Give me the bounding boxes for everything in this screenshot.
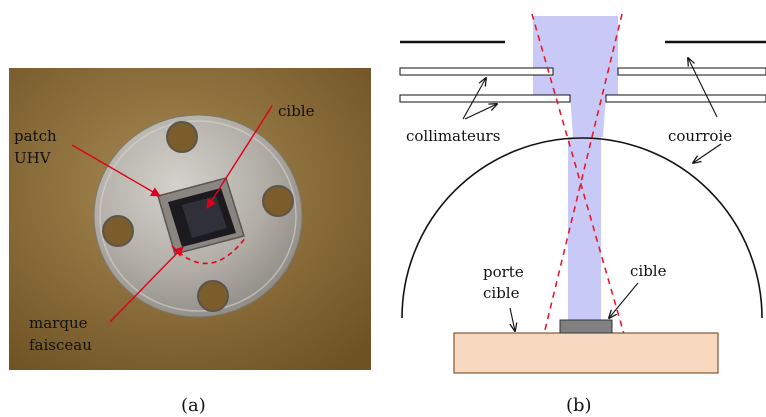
panel-b: collimateurs courroie porte cible cible …	[399, 13, 766, 416]
label-courroie: courroie	[668, 127, 732, 145]
arrow-porte-cible	[510, 307, 515, 331]
label-porte-line1: porte	[483, 263, 524, 281]
target-holder	[453, 332, 719, 374]
label-cible-a: cible	[278, 102, 315, 120]
label-marque-line2: faisceau	[29, 336, 92, 354]
label-collimateurs: collimateurs	[406, 127, 500, 145]
arrow-marque	[109, 246, 184, 323]
collimator-2-right	[605, 94, 766, 103]
arrow-collimator-2	[464, 104, 497, 120]
caption-b: (b)	[566, 395, 592, 416]
beam-edge-left	[531, 13, 625, 335]
label-porte-line2: cible	[483, 284, 520, 302]
arrow-courroie	[688, 58, 718, 118]
target	[559, 319, 613, 334]
arrow-cible-b	[609, 282, 639, 318]
panel-a: cible patch UHV marque faisceau (a)	[9, 68, 371, 416]
arrow-courroie-belt	[693, 143, 722, 163]
label-cible-b: cible	[630, 262, 667, 280]
label-marque-line1: marque	[29, 314, 88, 332]
collimator-2-left	[399, 94, 571, 103]
arrow-cible-a	[206, 105, 273, 209]
collimator-1-left	[399, 67, 554, 76]
disc-hole-bottom	[197, 280, 229, 312]
chamber-belt	[401, 137, 763, 319]
arrow-collimator-1	[462, 78, 486, 120]
label-patch-line1: patch	[14, 127, 57, 145]
arrow-patch	[71, 144, 161, 197]
beam-upper	[533, 16, 618, 137]
beam-lower	[568, 137, 601, 320]
collimator-1-right	[617, 67, 766, 76]
disc-hole-right	[262, 185, 294, 217]
caption-a: (a)	[181, 395, 206, 416]
label-patch-line2: UHV	[14, 149, 52, 167]
disc-hole-left	[102, 215, 134, 247]
disc-rim-highlight	[99, 120, 297, 312]
disc-hole-top	[166, 121, 198, 153]
